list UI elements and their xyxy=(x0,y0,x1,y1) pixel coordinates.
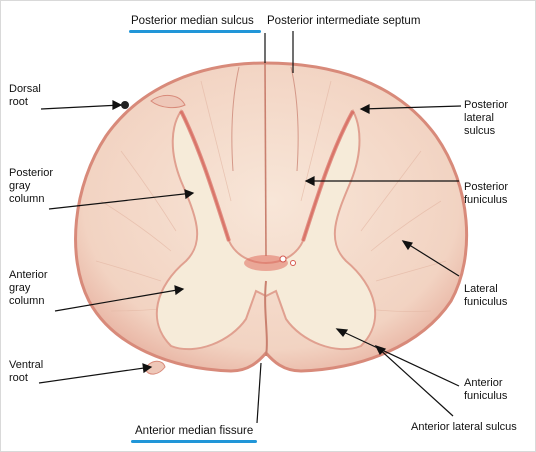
ventral-root-stump xyxy=(144,360,166,375)
arrow-anterior-median-fissure xyxy=(256,362,262,424)
label-posterior-gray-column: Posterior gray column xyxy=(9,167,54,205)
spinal-cord-outline xyxy=(74,61,469,373)
label-ventral-root: Ventral root xyxy=(9,359,44,384)
posterior-intermediate-septum-line xyxy=(290,66,299,172)
highlight-underline-bottom xyxy=(131,440,257,443)
left-posterior-horn-edge xyxy=(179,110,231,242)
label-posterior-funiculus: Posterior funiculus xyxy=(464,181,509,206)
arrow-anterior-lateral-sulcus xyxy=(375,345,454,417)
posterior-median-septum xyxy=(264,62,267,257)
label-lateral-funiculus: Lateral funiculus xyxy=(464,283,508,308)
arrow-dorsal-root xyxy=(40,104,122,110)
label-anterior-gray-column: Anterior gray column xyxy=(9,269,48,307)
white-matter-striations xyxy=(95,80,447,312)
arrow-lateral-funiculus xyxy=(402,240,460,277)
anterior-median-fissure-line xyxy=(264,280,268,357)
dorsal-root-stump xyxy=(150,95,186,109)
label-anterior-funiculus: Anterior funiculus xyxy=(464,377,508,402)
label-posterior-median-sulcus: Posterior median sulcus xyxy=(131,15,254,27)
right-posterior-horn-edge xyxy=(301,110,355,242)
arrow-posterior-lateral-sulcus xyxy=(360,105,462,110)
arrow-anterior-funiculus xyxy=(336,328,460,387)
arrow-posterior-gray-column xyxy=(48,192,194,210)
posterior-intermediate-septum-line-left xyxy=(231,66,240,172)
highlight-underline-top xyxy=(129,30,261,33)
leader-lines xyxy=(38,31,462,424)
label-posterior-intermediate-septum: Posterior intermediate septum xyxy=(267,15,421,27)
arrow-anterior-gray-column xyxy=(54,288,184,312)
label-anterior-lateral-sulcus: Anterior lateral sulcus xyxy=(411,421,517,433)
vessel-dot xyxy=(279,255,287,263)
dorsal-root-fragment xyxy=(121,101,129,109)
label-dorsal-root: Dorsal root xyxy=(9,83,41,108)
arrow-ventral-root xyxy=(38,366,152,384)
label-anterior-median-fissure: Anterior median fissure xyxy=(135,425,254,437)
central-canal-region xyxy=(244,255,288,271)
label-posterior-lateral-sulcus: Posterior lateral sulcus xyxy=(464,99,509,137)
vessel-dot xyxy=(290,260,296,266)
